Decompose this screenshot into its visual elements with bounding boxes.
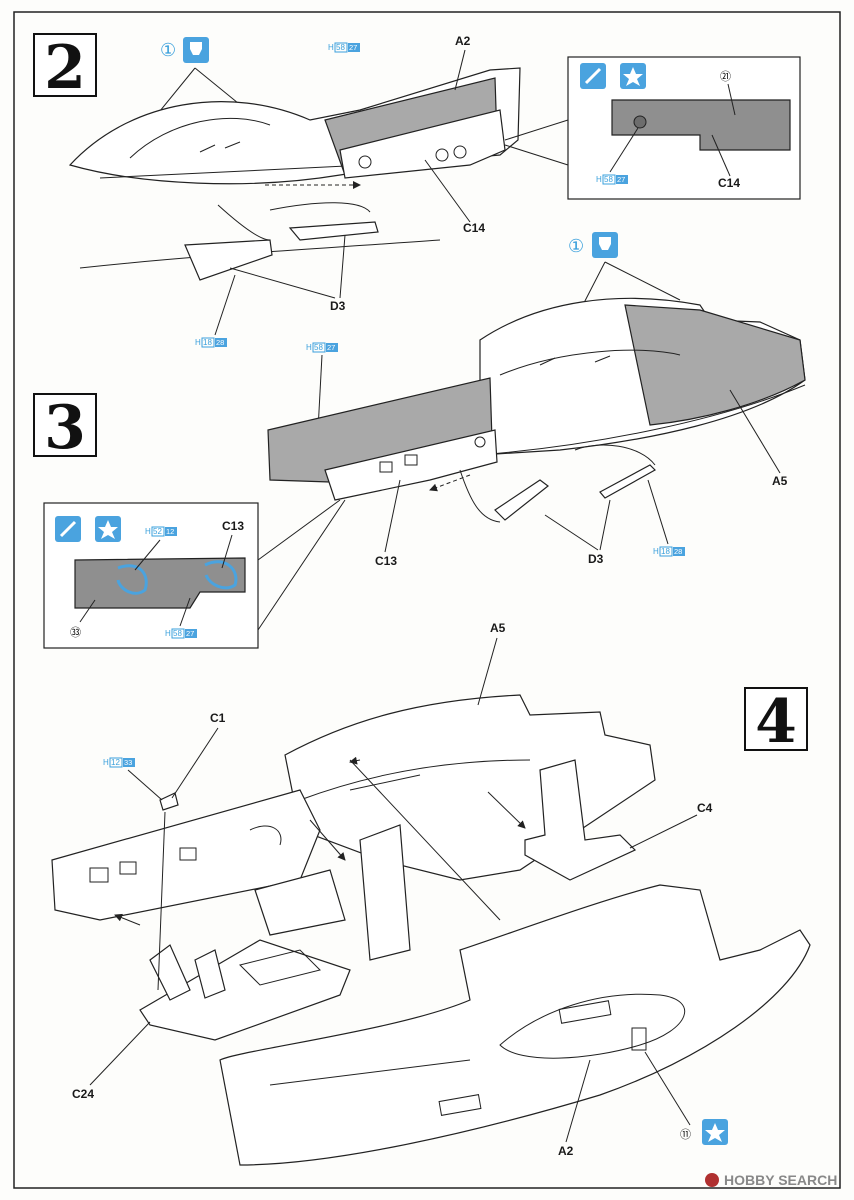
c14-part	[339, 109, 506, 179]
paint-code: 12	[111, 758, 120, 767]
star-icon	[620, 63, 646, 89]
paint-callout-h12: H 12 33	[103, 757, 135, 768]
step-number: 3	[44, 393, 86, 463]
label-d3: D3	[330, 299, 346, 313]
step-number: 2	[44, 33, 86, 103]
paint-code: 58	[336, 43, 345, 52]
star-icon	[95, 516, 121, 542]
d3-pedal-right	[288, 221, 379, 241]
d3-pedal-left	[494, 479, 549, 521]
star-icon	[702, 1119, 728, 1145]
cement-icon: ①	[568, 232, 618, 258]
bulkhead	[359, 824, 411, 961]
paint-num: 33	[124, 758, 132, 767]
label-d3: D3	[588, 552, 604, 566]
paint-num: 28	[216, 338, 224, 347]
paint-num: 27	[186, 629, 194, 638]
label-c4: C4	[697, 801, 713, 815]
page-border	[13, 11, 841, 1189]
label-a2: A2	[455, 34, 471, 48]
paint-h: H	[103, 758, 109, 767]
rear-seat	[254, 869, 346, 936]
decal-11: ⑪	[680, 1128, 691, 1141]
paint-code: 52	[153, 527, 162, 536]
step-number: 4	[755, 687, 797, 757]
cement-icon: ①	[160, 37, 209, 63]
paint-h: H	[596, 175, 602, 184]
paint-code: 58	[604, 175, 613, 184]
paint-h: H	[306, 343, 312, 352]
watermark-text: HOBBY SEARCH	[724, 1172, 837, 1188]
paint-callout-h52: H 52 12	[145, 526, 177, 537]
step-number-box	[33, 393, 97, 457]
c24-seat-right	[194, 949, 226, 999]
paint-callout-h58-detail: H 58 27	[165, 628, 197, 639]
label-a5: A5	[772, 474, 788, 488]
cement-number: ①	[568, 236, 584, 256]
label-c1: C1	[210, 711, 226, 725]
paint-code: 58	[173, 629, 182, 638]
paint-callout-h18: H 18 28	[195, 337, 227, 348]
step-3: 3 ① H 58 27	[33, 232, 806, 649]
c24-floor	[139, 939, 351, 1041]
paint-num: 27	[617, 175, 625, 184]
a2-fuselage	[219, 884, 811, 1166]
paint-h: H	[145, 527, 151, 536]
a5-gray-area	[624, 304, 806, 426]
step-number-box	[744, 687, 808, 751]
step-2: 2 ① H 58 27	[33, 33, 801, 348]
paint-code: 18	[203, 338, 212, 347]
brush-icon	[580, 63, 606, 89]
paint-callout-h18: H 18 28	[653, 546, 685, 557]
paint-callout-detail: H 58 27	[596, 174, 628, 185]
c14-detail-part	[611, 99, 791, 151]
d3-pedal-left	[184, 239, 273, 281]
paint-h: H	[195, 338, 201, 347]
label-c14: C14	[463, 221, 485, 235]
decal-21: ㉑	[720, 70, 731, 83]
label-a5: A5	[490, 621, 506, 635]
paint-h: H	[653, 547, 659, 556]
paint-h: H	[165, 629, 171, 638]
cement-number: ①	[160, 40, 176, 60]
label-c13: C13	[375, 554, 397, 568]
paint-num: 27	[349, 43, 357, 52]
label-c13-detail: C13	[222, 519, 244, 533]
decal-33: ㉝	[70, 626, 81, 639]
c4-seat	[524, 759, 637, 881]
brush-icon	[55, 516, 81, 542]
paint-code: 18	[661, 547, 670, 556]
c24-seat-left	[149, 944, 191, 1001]
label-a2: A2	[558, 1144, 574, 1158]
hobby-search-watermark: HOBBY SEARCH	[705, 1172, 837, 1188]
d3-pedal-right	[599, 464, 656, 499]
paint-num: 27	[327, 343, 335, 352]
paint-callout-h58: H 58 27	[328, 42, 360, 53]
label-c14-detail: C14	[718, 176, 740, 190]
step-4: 4 A5	[51, 621, 811, 1166]
step-number-box	[33, 33, 97, 97]
paint-h: H	[328, 43, 334, 52]
paint-code: 58	[314, 343, 323, 352]
c1-lever	[159, 792, 179, 811]
paint-callout-h58: H 58 27	[306, 342, 338, 353]
paint-num: 28	[674, 547, 682, 556]
label-c24: C24	[72, 1087, 94, 1101]
paint-num: 12	[166, 527, 174, 536]
c13-detail-part	[74, 557, 246, 609]
